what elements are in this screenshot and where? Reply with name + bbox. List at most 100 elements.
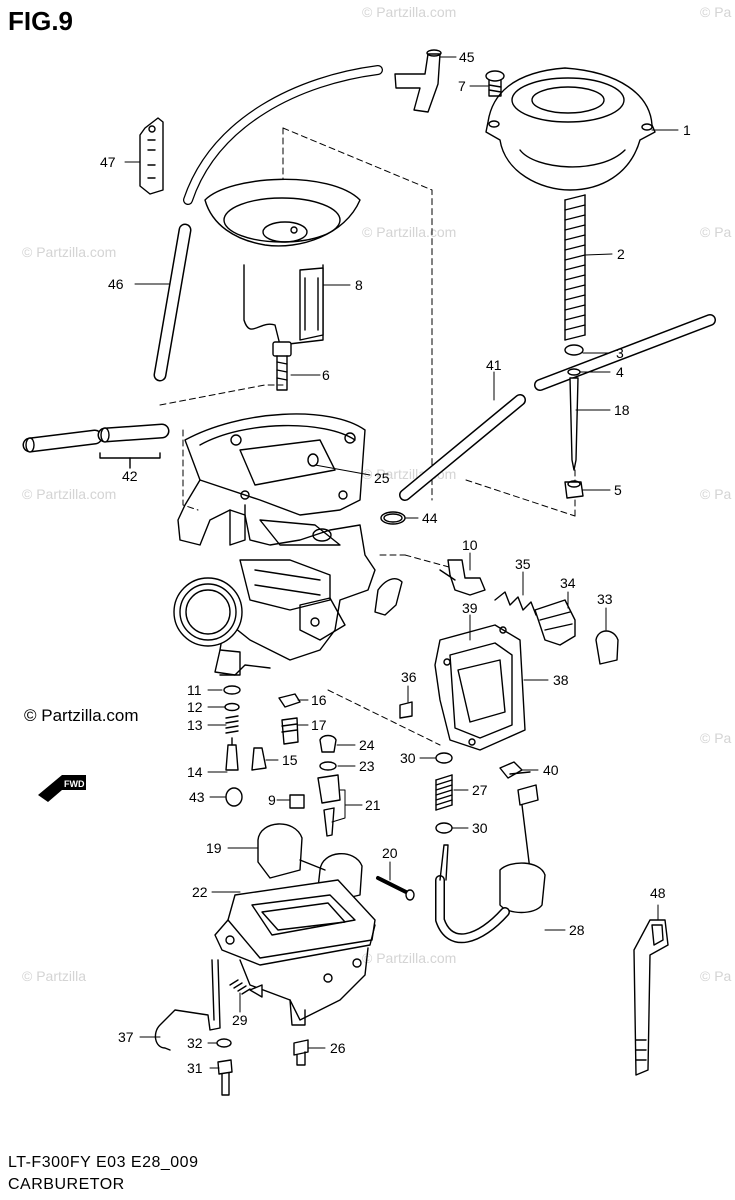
callout-37: 37 xyxy=(118,1029,134,1045)
callout-18: 18 xyxy=(614,402,630,418)
fwd-label: FWD xyxy=(64,779,85,789)
callout-20: 20 xyxy=(382,845,398,861)
hose xyxy=(22,423,170,469)
watermark: © Partzilla xyxy=(22,968,86,984)
watermark: © Partzilla.com xyxy=(362,950,457,966)
callout-22: 22 xyxy=(192,884,208,900)
watermark: © Pa xyxy=(700,968,732,984)
callout-35: 35 xyxy=(515,556,531,572)
callout-23: 23 xyxy=(359,758,375,774)
piston-valve xyxy=(204,178,361,346)
washer xyxy=(435,752,453,834)
o-ring xyxy=(380,511,406,525)
clamp xyxy=(154,959,221,1051)
callout-12: 12 xyxy=(187,699,203,715)
screw xyxy=(272,341,292,391)
spring xyxy=(564,194,586,341)
needle-jet xyxy=(278,693,301,745)
callout-1: 1 xyxy=(683,122,691,138)
callout-11: 11 xyxy=(187,682,202,698)
watermark: © Partzilla.com xyxy=(22,486,117,502)
callout-27: 27 xyxy=(472,782,488,798)
drain-plug xyxy=(216,1038,233,1096)
callout-4: 4 xyxy=(616,364,624,380)
callout-7: 7 xyxy=(458,78,466,94)
watermark: © Partzilla.com xyxy=(362,224,457,240)
watermark: © Partzilla.com xyxy=(362,4,457,20)
wrench xyxy=(633,919,669,1076)
clamp xyxy=(139,117,164,195)
watermark: © Pa xyxy=(700,4,732,20)
callout-16: 16 xyxy=(311,692,327,708)
callout-2: 2 xyxy=(617,246,625,262)
spring xyxy=(435,774,453,811)
callout-21: 21 xyxy=(365,797,381,813)
assembly-guide-lines xyxy=(159,127,576,746)
callout-5: 5 xyxy=(614,482,622,498)
cable xyxy=(435,784,546,944)
watermark: © Pa xyxy=(700,224,732,240)
cover xyxy=(434,624,526,751)
callout-6: 6 xyxy=(322,367,330,383)
watermark: © Partzilla.com xyxy=(22,244,117,260)
callout-10: 10 xyxy=(462,537,478,553)
callout-15: 15 xyxy=(282,752,298,768)
callout-31: 31 xyxy=(187,1060,203,1076)
callout-26: 26 xyxy=(330,1040,346,1056)
callout-39: 39 xyxy=(462,600,478,616)
model-code: LT-F300FY E03 E28_009 xyxy=(8,1154,199,1171)
top-cap xyxy=(485,67,656,191)
callout-30-second: 30 xyxy=(472,820,488,836)
pilot-screw-set xyxy=(223,685,267,771)
callout-14: 14 xyxy=(187,764,203,780)
float-chamber xyxy=(214,879,376,1026)
callout-41: 41 xyxy=(486,357,502,373)
callout-42: 42 xyxy=(122,468,138,484)
figure-caption: CARBURETOR xyxy=(8,1176,125,1193)
callout-19: 19 xyxy=(206,840,222,856)
callout-24: 24 xyxy=(359,737,375,753)
callout-30: 30 xyxy=(400,750,416,766)
float-pin xyxy=(376,876,415,901)
hose xyxy=(153,65,383,382)
callout-43: 43 xyxy=(189,789,205,805)
callout-38: 38 xyxy=(553,672,569,688)
callout-13: 13 xyxy=(187,717,203,733)
cap xyxy=(595,630,619,665)
callout-34: 34 xyxy=(560,575,576,591)
spring xyxy=(494,591,537,616)
screw xyxy=(293,1039,309,1066)
starter-plunger xyxy=(439,559,486,596)
callout-28: 28 xyxy=(569,922,585,938)
watermark: © Pa xyxy=(700,730,732,746)
copyright-notice: © Partzilla.com xyxy=(24,706,139,725)
carburetor-body xyxy=(173,413,403,676)
callout-leader-lines xyxy=(124,56,679,1069)
callout-9: 9 xyxy=(268,792,276,808)
drain-screw xyxy=(229,979,263,998)
callout-numbers: 1 2 3 4 5 6 7 8 9 10 11 12 13 14 15 16 1… xyxy=(100,49,691,1076)
callout-40: 40 xyxy=(543,762,559,778)
callout-25: 25 xyxy=(374,470,390,486)
hose xyxy=(399,314,716,501)
cap xyxy=(225,787,243,807)
callout-32: 32 xyxy=(187,1035,203,1051)
watermark: © Pa xyxy=(700,486,732,502)
pin xyxy=(399,701,413,719)
callout-45: 45 xyxy=(459,49,475,65)
callout-3: 3 xyxy=(616,345,624,361)
callout-44: 44 xyxy=(422,510,438,526)
callout-8: 8 xyxy=(355,277,363,293)
joint xyxy=(394,49,442,113)
callout-48: 48 xyxy=(650,885,666,901)
jet-needle-assembly xyxy=(564,344,584,499)
figure-title: FIG.9 xyxy=(8,6,74,36)
main-jet-set xyxy=(289,734,341,837)
callout-33: 33 xyxy=(597,591,613,607)
nut xyxy=(534,599,576,646)
callout-47: 47 xyxy=(100,154,116,170)
callout-36: 36 xyxy=(401,669,417,685)
callout-29: 29 xyxy=(232,1012,248,1028)
callout-46: 46 xyxy=(108,276,124,292)
